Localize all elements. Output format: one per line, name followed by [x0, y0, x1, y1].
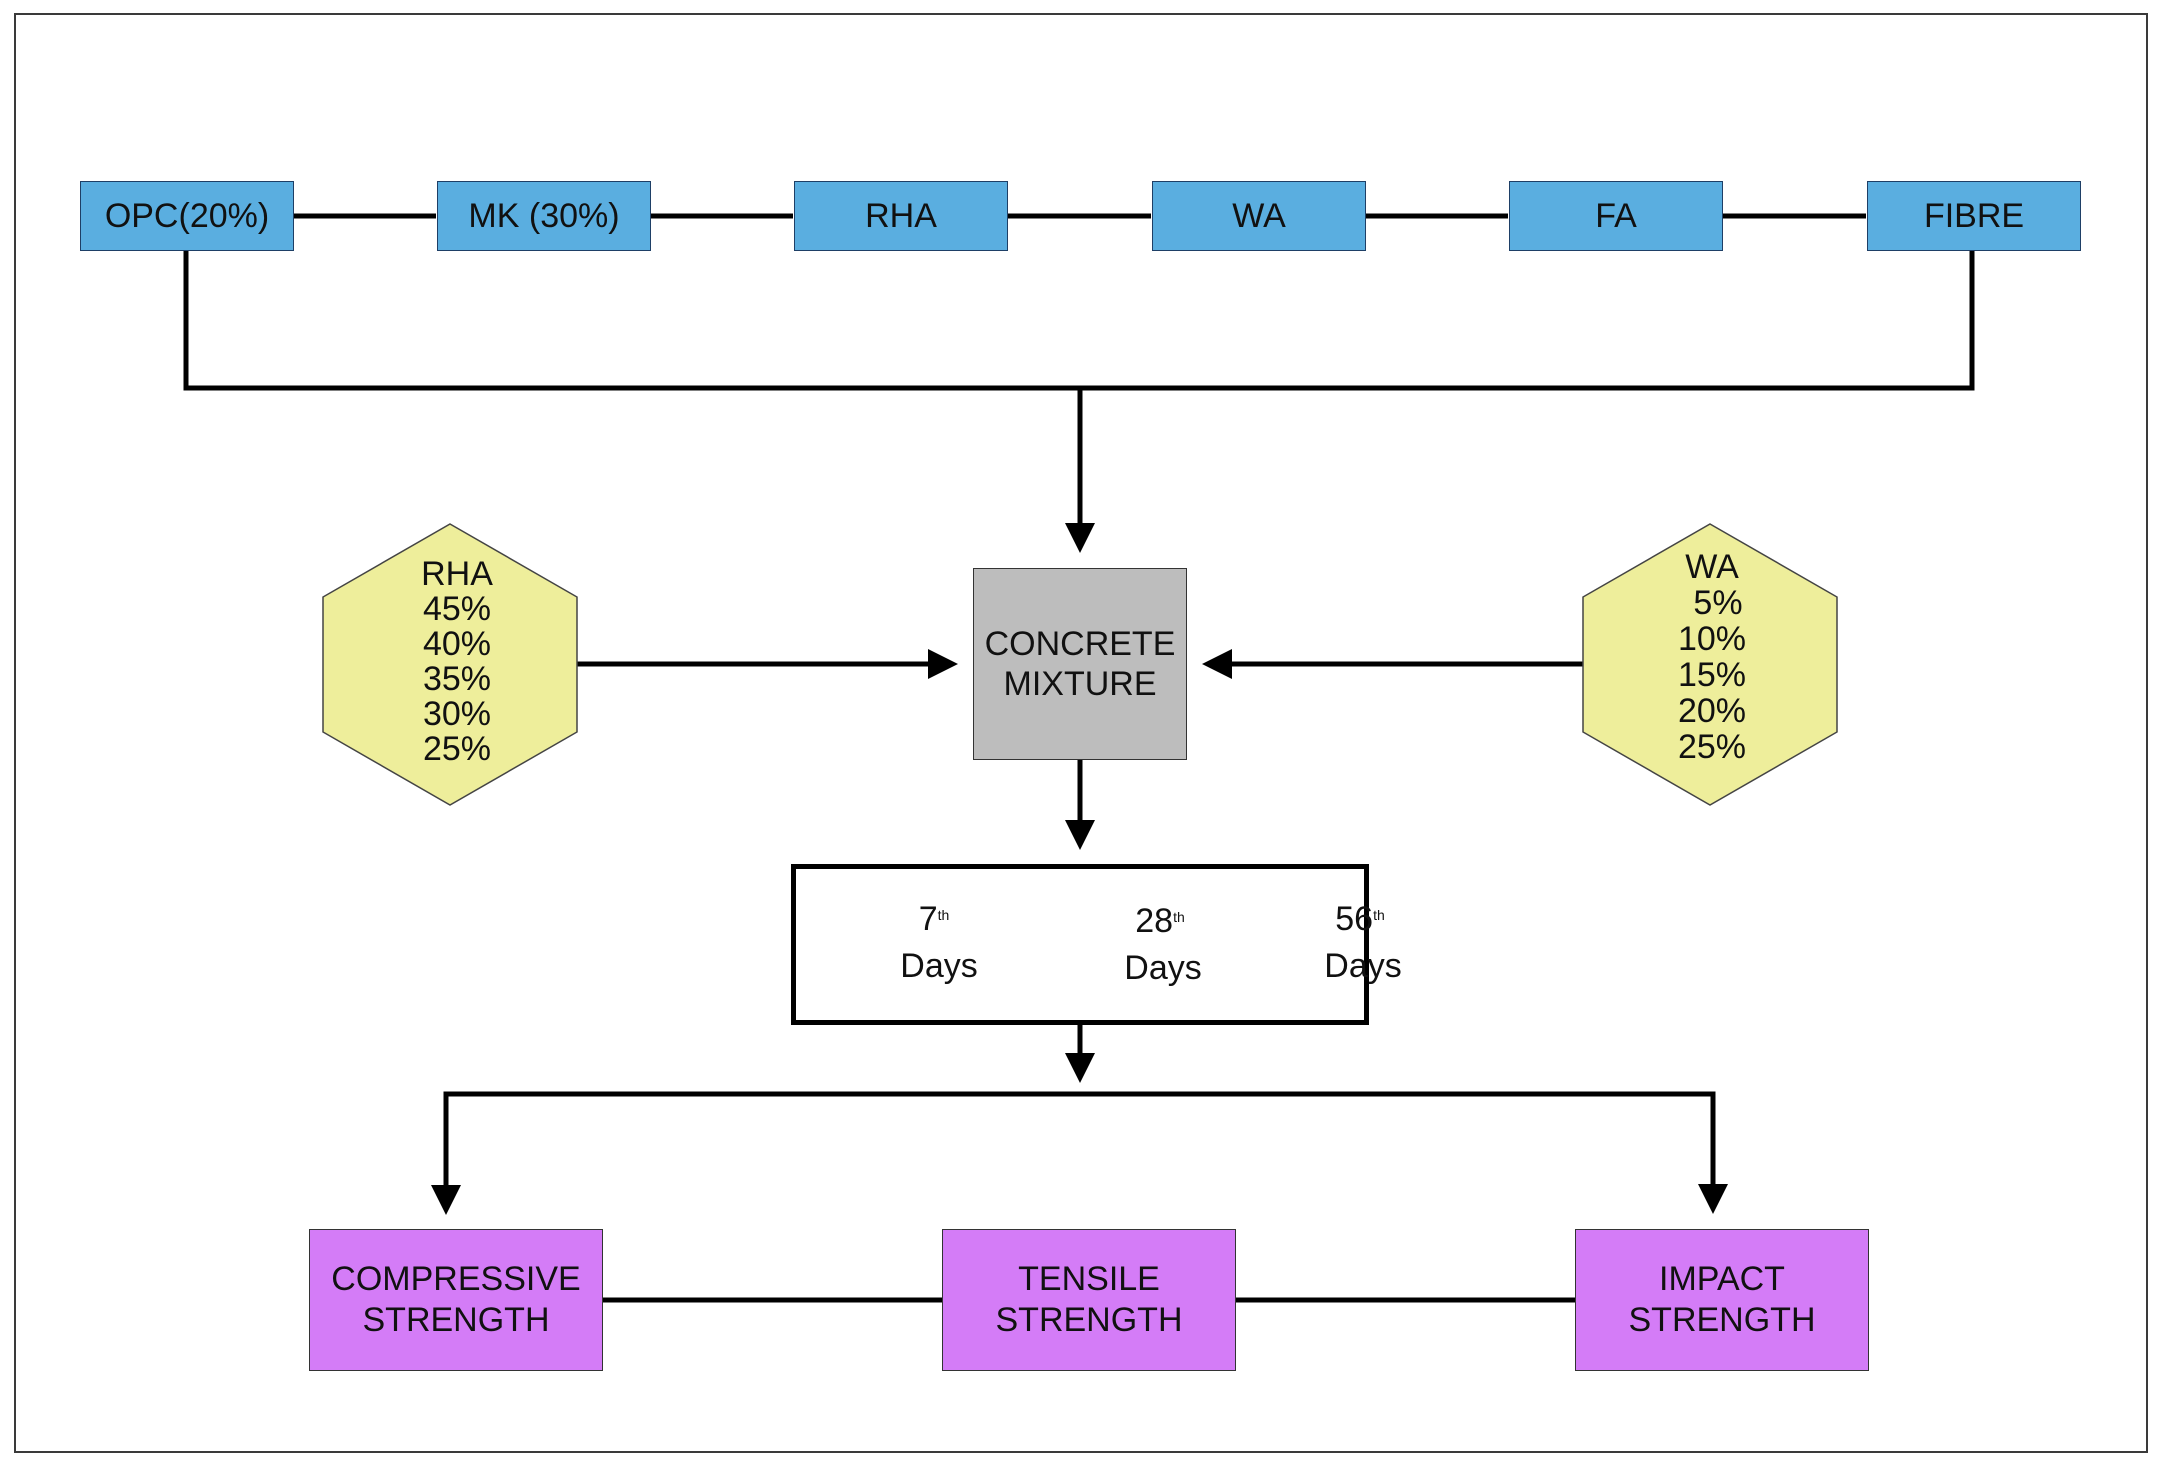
rha-value: 35%: [422, 660, 492, 698]
wa-value: 20%: [1677, 692, 1747, 730]
rha-value: 30%: [422, 695, 492, 733]
mixture-line-2: MIXTURE: [1003, 665, 1157, 703]
input-box-fibre: FIBRE: [1867, 181, 2081, 251]
day-ordinal: th: [1173, 909, 1185, 925]
output-box-tensile-strength: TENSILE STRENGTH: [942, 1229, 1236, 1371]
output-box-impact-strength: IMPACT STRENGTH: [1575, 1229, 1869, 1371]
rha-value: 40%: [422, 625, 492, 663]
day-number: 7: [918, 900, 938, 938]
input-box-fa: FA: [1509, 181, 1723, 251]
day-unit: Days: [1124, 949, 1202, 987]
concrete-mixture-box: CONCRETE MIXTURE: [973, 568, 1187, 760]
day-number: 28: [1135, 902, 1174, 940]
day-ordinal: th: [937, 907, 950, 923]
input-collector-line: [183, 251, 1975, 391]
output-line-1: COMPRESSIVE: [331, 1260, 581, 1298]
output-line-2: STRENGTH: [1628, 1301, 1816, 1339]
wa-hexagon: [1582, 523, 1838, 806]
day-ordinal: th: [1373, 907, 1385, 923]
rha-hexagon: [322, 523, 578, 806]
output-split-line: [443, 1091, 1728, 1214]
curing-day-7: 7th Days: [869, 897, 1009, 991]
output-line-1: IMPACT: [1659, 1260, 1785, 1298]
input-box-wa: WA: [1152, 181, 1366, 251]
output-line-2: STRENGTH: [995, 1301, 1183, 1339]
input-box-mk: MK (30%): [437, 181, 651, 251]
wa-title: WA: [1685, 548, 1739, 586]
mixture-line-1: CONCRETE: [984, 625, 1176, 663]
output-line-1: TENSILE: [1018, 1260, 1160, 1298]
output-box-compressive-strength: COMPRESSIVE STRENGTH: [309, 1229, 603, 1371]
wa-hexagon-label: WA 5% 10% 15% 20% 25%: [1632, 549, 1792, 765]
wa-value: 10%: [1677, 620, 1747, 658]
rha-value: 25%: [422, 730, 492, 768]
wa-value: 5%: [1693, 584, 1743, 622]
curing-day-28: 28th Days: [1093, 899, 1233, 993]
rha-title: RHA: [421, 555, 493, 593]
day-unit: Days: [1324, 947, 1402, 985]
wa-value: 25%: [1677, 728, 1747, 766]
diagram-frame: [14, 13, 2148, 1453]
rha-hexagon-label: RHA 45% 40% 35% 30% 25%: [377, 557, 537, 767]
input-box-opc: OPC(20%): [80, 181, 294, 251]
day-unit: Days: [900, 947, 978, 985]
curing-days-box: 7th Days 28th Days 56th Days: [791, 864, 1402, 1025]
wa-value: 15%: [1677, 656, 1747, 694]
output-line-2: STRENGTH: [362, 1301, 550, 1339]
input-box-rha: RHA: [794, 181, 1008, 251]
curing-day-56: 56th Days: [1293, 897, 1433, 991]
rha-value: 45%: [422, 590, 492, 628]
day-number: 56: [1335, 900, 1374, 938]
